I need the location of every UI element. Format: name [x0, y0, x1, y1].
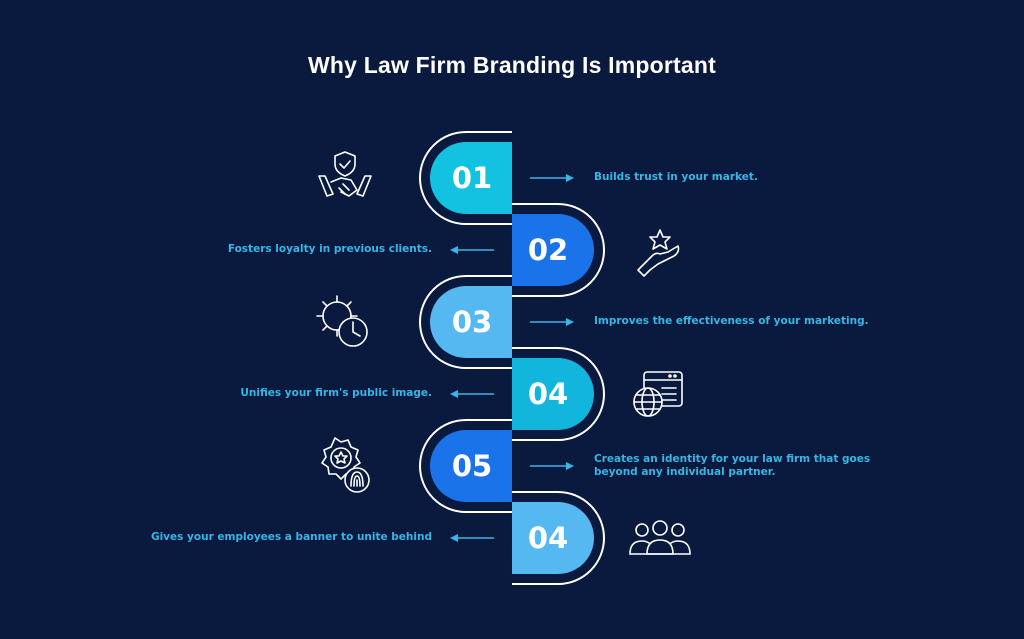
step-description: Unifies your firm's public image.: [240, 387, 432, 399]
step-capsule: [512, 358, 594, 430]
step-outline-arc: [512, 347, 605, 441]
step-outline-arc: [419, 275, 512, 369]
badge-fingerprint-icon: [321, 437, 370, 493]
step-outline-arc: [512, 491, 605, 585]
gear-clock-icon: [316, 295, 368, 347]
step-description: Gives your employees a banner to unite b…: [150, 531, 432, 543]
step-number: 05: [451, 449, 493, 483]
step-outline-arc: [512, 203, 605, 297]
step-description: Fosters loyalty in previous clients.: [227, 243, 432, 255]
step-outline-arc: [419, 419, 512, 513]
people-group-icon: [629, 520, 691, 555]
handshake-shield-icon: [318, 151, 372, 197]
page-title: Why Law Firm Branding Is Important: [307, 52, 717, 78]
web-globe-icon: [633, 371, 683, 417]
step-number: 01: [451, 161, 493, 195]
step-number: 03: [451, 305, 493, 339]
step-number: 02: [527, 233, 569, 267]
step-capsule: [430, 142, 512, 214]
step-description: Creates an identity for your law firm th…: [594, 453, 871, 478]
step-description: Builds trust in your market.: [594, 171, 758, 183]
step-number: 04: [527, 521, 569, 555]
step-capsule: [512, 502, 594, 574]
step-outline-arc: [419, 131, 512, 225]
step-capsule: [512, 214, 594, 286]
hand-star-icon: [637, 229, 680, 277]
step-description: Improves the effectiveness of your marke…: [594, 315, 869, 327]
step-number: 04: [527, 377, 569, 411]
step-capsule: [430, 286, 512, 358]
step-capsule: [430, 430, 512, 502]
